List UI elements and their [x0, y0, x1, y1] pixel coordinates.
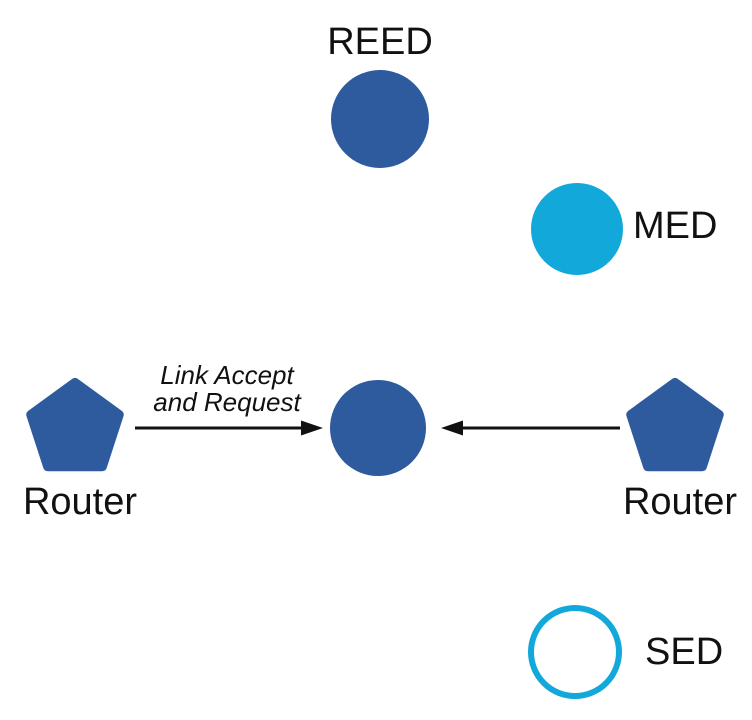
edge-label-line1: Link Accept	[160, 360, 294, 390]
med-node-label: MED	[633, 205, 718, 247]
router-left-label: Router	[22, 481, 138, 523]
link-accept-request-edge-label: Link Accept and Request	[153, 362, 300, 416]
router-right-pentagon	[626, 378, 724, 472]
med-node-circle	[531, 183, 623, 275]
reed-node-label: REED	[327, 21, 433, 63]
sed-node-label: SED	[645, 631, 724, 673]
arrow-left-router-to-parent	[135, 420, 323, 436]
arrow-left-head-icon	[301, 420, 323, 436]
sed-node-circle	[528, 605, 622, 699]
router-left-pentagon	[26, 378, 124, 472]
router-right-label: Router	[622, 481, 738, 523]
edge-label-line2: and Request	[153, 387, 301, 417]
arrow-right-router-to-parent	[441, 420, 620, 436]
reed-node-circle	[331, 70, 429, 168]
parent-node-circle	[330, 380, 426, 476]
arrow-right-head-icon	[441, 420, 463, 436]
